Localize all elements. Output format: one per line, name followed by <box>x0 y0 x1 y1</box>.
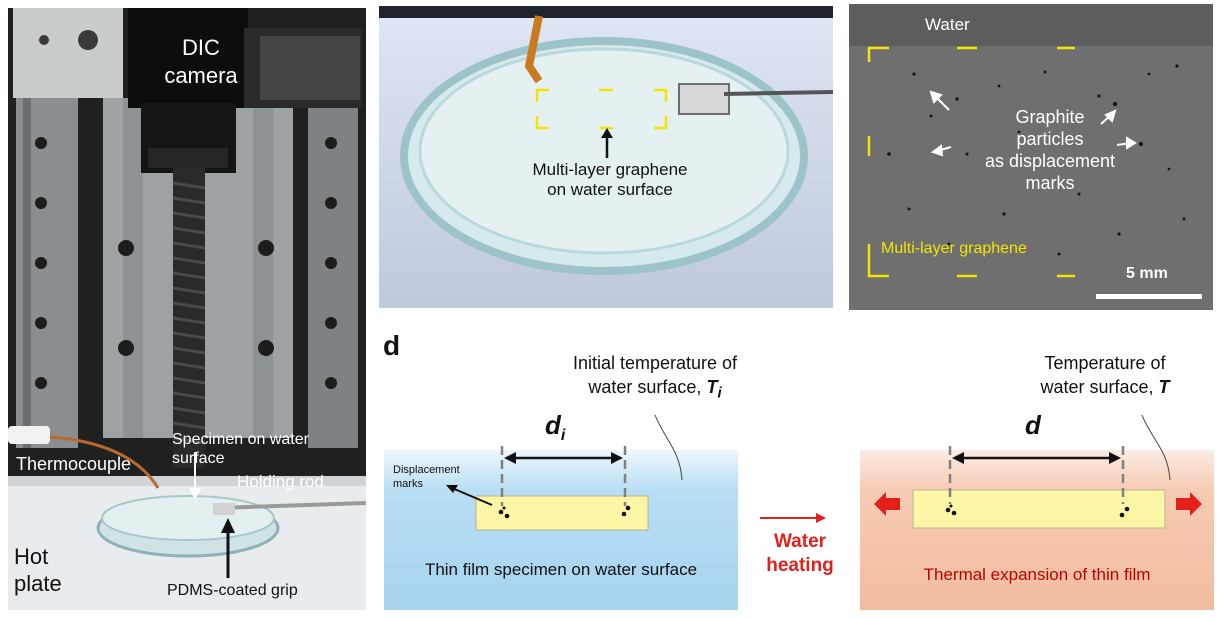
multilayer-graphene-label: Multi-layer graphene <box>881 240 1027 258</box>
initial-film <box>475 495 649 531</box>
displacement-pointer <box>451 487 493 506</box>
final-temp-line1: Temperature of <box>1044 353 1166 373</box>
initial-temp-symbol: T <box>706 377 718 397</box>
graphite-particles-graphic <box>849 4 1213 310</box>
water-label: Water <box>925 15 970 34</box>
right-caption: Thermal expansion of thin film <box>860 565 1214 585</box>
graphene-label-line2: on water surface <box>547 180 673 199</box>
initial-temp-line2: water surface, Ti <box>540 375 770 406</box>
left-caption: Thin film specimen on water surface <box>384 560 738 580</box>
thermocouple-label: Thermocouple <box>16 455 131 474</box>
left-caption-text: Thin film specimen on water surface <box>424 560 698 579</box>
setup-photo-graphic <box>7 8 367 610</box>
initial-temp-label: Initial temperature of water surface, Ti <box>540 351 770 406</box>
expansion-arrow-left <box>874 492 900 516</box>
schematic-graphic <box>384 414 1214 610</box>
particles-line4: marks <box>1025 173 1075 193</box>
graphene-label: Multi-layer graphene on water surface <box>510 160 710 200</box>
specimen-arrow-head <box>189 488 201 500</box>
grip-arrow-head <box>221 518 235 533</box>
holding-rod-label: Holding rod <box>237 472 324 491</box>
displacement-line1: Displacement <box>393 464 460 476</box>
heating-line1: Water <box>773 531 827 552</box>
initial-temp-pointer <box>654 414 683 481</box>
specimen-label: Specimen on water surface <box>172 430 342 468</box>
graphene-label-line1: Multi-layer graphene <box>532 160 688 179</box>
hot-plate-label-text: Hot plate <box>14 544 62 596</box>
scale-bar-label: 5 mm <box>1126 264 1168 283</box>
holding-rod-label-text: Holding rod <box>237 472 324 491</box>
scale-bar-label-text: 5 mm <box>1126 265 1168 282</box>
final-temp-label: Temperature of water surface, T <box>1010 351 1200 399</box>
final-distance-symbol: d <box>1025 410 1041 440</box>
particles-line3: as displacement <box>984 151 1116 171</box>
final-temp-line2-text: water surface, <box>1040 377 1159 397</box>
initial-distance-subscript: i <box>560 427 566 445</box>
final-temp-pointer <box>1141 414 1171 481</box>
heating-line2: heating <box>766 555 834 576</box>
final-distance-label: d <box>1025 410 1041 441</box>
initial-temp-line2-text: water surface, <box>588 377 707 397</box>
initial-temp-line1: Initial temperature of <box>572 353 738 373</box>
hot-water-region <box>860 450 1214 610</box>
panel-a-arrows <box>189 452 235 578</box>
initial-temp-subscript: i <box>717 384 722 402</box>
specimen-label-text: Specimen on water surface <box>172 431 309 467</box>
final-temp-symbol: T <box>1158 377 1170 397</box>
grip-label: PDMS-coated grip <box>167 582 298 600</box>
multilayer-graphene-label-text: Multi-layer graphene <box>881 240 1027 257</box>
particles-line1: Graphite <box>1015 107 1085 127</box>
panel-a-photo <box>7 8 367 610</box>
displacement-line2: marks <box>393 478 423 490</box>
grip-label-text: PDMS-coated grip <box>167 582 298 599</box>
camera-label-text: DIC camera <box>164 35 238 88</box>
hot-plate-label: Hot plate <box>14 543 84 597</box>
displacement-marks-label: Displacement marks <box>393 463 460 491</box>
panel-d-label-text: d <box>383 330 401 361</box>
panel-b-photo <box>379 6 834 308</box>
right-caption-text: Thermal expansion of thin film <box>923 565 1151 584</box>
initial-distance-symbol: d <box>545 410 561 440</box>
final-temp-line2: water surface, T <box>1010 375 1200 399</box>
initial-distance-label: di <box>545 410 565 445</box>
petri-dish-graphic <box>379 6 834 308</box>
camera-label: DIC camera <box>146 34 256 90</box>
panel-d-label: d <box>383 330 400 362</box>
water-label-text: Water <box>925 15 970 34</box>
particles-label: Graphite particles as displacement marks <box>980 106 1120 194</box>
particles-line2: particles <box>1016 129 1084 149</box>
panel-c-image <box>849 4 1213 310</box>
expansion-arrow-right <box>1176 492 1202 516</box>
thermocouple-label-text: Thermocouple <box>16 454 132 474</box>
heating-label: Water heating <box>760 530 840 578</box>
